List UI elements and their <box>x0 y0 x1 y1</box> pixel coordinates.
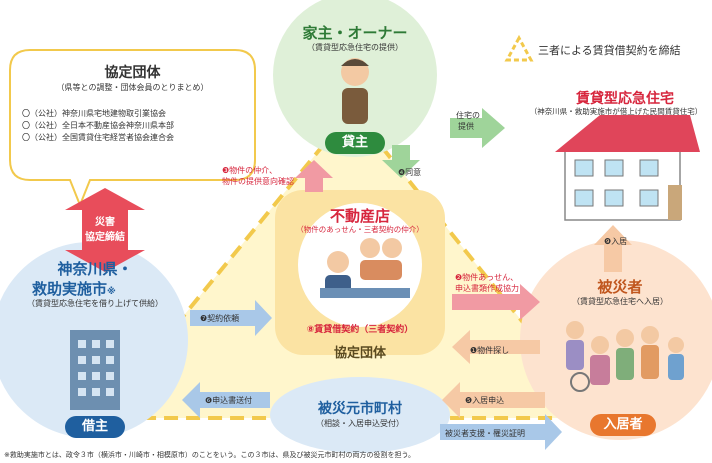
step-2-label-line2: 申込書類作成協力 <box>455 284 519 293</box>
search-arrow <box>452 330 540 364</box>
housing-title: 賃貸型応急住宅 <box>576 91 674 107</box>
request-arrow <box>190 300 272 336</box>
tenant-badge: 入居者 <box>590 414 656 436</box>
footnote: ※救助実施市とは、政令３市（横浜市・川崎市・相模原市）のことをいう。この３市は、… <box>4 451 416 459</box>
victims-title: 被災者 <box>597 278 643 296</box>
agreement-member: 〇（公社）神奈川県宅地建物取引業協会 <box>22 109 166 118</box>
municipality-subtitle: （相談・入居申込受付） <box>316 419 404 428</box>
government-building-icon <box>70 330 120 410</box>
support-label: 被災者支援・罹災証明 <box>445 429 525 438</box>
disaster-label: 災害 <box>95 217 115 228</box>
house-icon <box>555 115 700 221</box>
realtor-staff-icon <box>320 238 410 298</box>
prefecture-title-line2: 救助実施市※ <box>32 278 116 299</box>
victims-family-icon <box>566 321 684 392</box>
agreement-callout <box>9 49 256 208</box>
landlord-subtitle: （賃貸型応急住宅の提供） <box>307 43 403 52</box>
provide-arrow <box>450 108 505 148</box>
landlord-title: 家主・オーナー <box>302 24 408 42</box>
legend-label: 三者による賃貸借契約を締結 <box>538 44 681 57</box>
step-4-label: ❹同意 <box>398 168 422 177</box>
step-1-label: ❶物件探し <box>470 346 510 355</box>
step-3-label-line2: 物件の提供意向確認 <box>222 177 294 186</box>
step-9-label: ❾入居 <box>604 237 628 246</box>
support-arrow <box>440 414 562 450</box>
realtor-title: 不動産店 <box>329 207 390 225</box>
prefecture-title-line1: 神奈川県・ <box>57 260 133 278</box>
step-5-label: ❺入居申込 <box>465 396 505 405</box>
footnote-mark: ※ <box>107 287 116 297</box>
housing-provide-label-line2: 提供 <box>458 122 474 131</box>
municipality-title: 被災元市町村 <box>318 401 402 417</box>
landlord-person-icon <box>341 58 369 124</box>
apply-arrow <box>442 382 545 418</box>
consent-arrow <box>382 145 420 178</box>
application-send-arrow <box>182 382 270 418</box>
legend-triangle-icon <box>504 34 534 62</box>
lender-badge: 貸主 <box>325 132 385 154</box>
prefecture-title-text: 救助実施市 <box>32 280 108 298</box>
housing-provide-label-line1: 住宅の <box>456 111 480 120</box>
move-in-arrow <box>594 225 632 272</box>
three-party-contract: ⑧賃貸借契約（三者契約） <box>306 325 414 335</box>
disaster-arrow <box>65 188 145 272</box>
step-6-label: ❻申込書送付 <box>205 396 253 405</box>
municipality-ellipse <box>270 377 450 453</box>
step-2-label-line1: ❷物件あっせん、 <box>455 273 519 282</box>
agreement-subtitle: （県等との調整・団体会員のとりまとめ） <box>56 83 209 92</box>
prefecture-subtitle: （賃貸型応急住宅を借り上げて供給） <box>27 299 163 308</box>
step-7-label: ❼契約依頼 <box>200 314 240 323</box>
housing-subtitle: （神奈川県・救助実施市が借上げた民間賃貸住宅） <box>529 107 703 116</box>
realtor-group-label: 協定団体 <box>333 346 386 361</box>
arrangement-arrow <box>452 284 540 320</box>
borrower-badge: 借主 <box>65 416 125 438</box>
victims-subtitle: （賃貸型応急住宅へ入居） <box>572 297 668 306</box>
step-3-label-line1: ❸物件の仲介、 <box>222 166 278 175</box>
realtor-subtitle: （物件のあっせん・三者契約の仲介） <box>296 225 424 234</box>
victims-circle <box>520 240 712 440</box>
agreement-signing-label: 協定締結 <box>85 232 125 243</box>
agreement-member: 〇（公社）全国賃貸住宅経営者協会連合会 <box>22 133 174 142</box>
agreement-title: 協定団体 <box>104 65 161 81</box>
mediation-arrow <box>295 160 333 192</box>
agreement-member: 〇（公社）全日本不動産協会神奈川県本部 <box>22 121 174 130</box>
